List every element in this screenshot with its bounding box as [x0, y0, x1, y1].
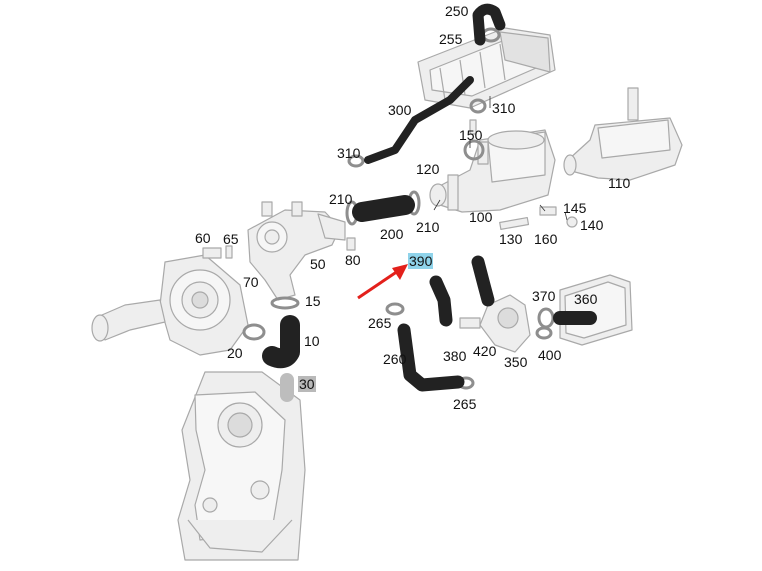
coolant-valve-part [459, 294, 531, 353]
part-label-420[interactable]: 420 [473, 343, 497, 359]
part-label-110[interactable]: 110 [608, 175, 631, 191]
part-label-380[interactable]: 380 [443, 348, 467, 364]
thermostat-housing-part [247, 201, 346, 301]
small-fittings-part [202, 119, 578, 259]
part-label-70[interactable]: 70 [243, 274, 259, 290]
hose-390b [471, 255, 495, 307]
part-label-260[interactable]: 260 [383, 351, 407, 367]
part-label-370[interactable]: 370 [532, 288, 556, 304]
part-label-150[interactable]: 150 [459, 127, 483, 143]
oil-cooler-part [559, 274, 633, 346]
hose-260 [397, 323, 465, 392]
hose-10 [262, 315, 300, 369]
part-label-310-top[interactable]: 310 [492, 100, 516, 116]
hose-300 [364, 76, 474, 164]
part-label-140[interactable]: 140 [580, 217, 604, 233]
part-label-50[interactable]: 50 [310, 256, 326, 272]
part-label-15[interactable]: 15 [305, 293, 321, 309]
egr-cooler-part [417, 27, 556, 109]
part-label-360[interactable]: 360 [574, 291, 598, 307]
part-label-65[interactable]: 65 [223, 231, 239, 247]
part-label-30[interactable]: 30 [298, 376, 316, 392]
egr-valve-housing-part [429, 129, 556, 213]
part-label-300[interactable]: 300 [388, 102, 412, 118]
part-label-250[interactable]: 250 [445, 3, 469, 19]
part-label-390-selected[interactable]: 390 [408, 253, 434, 269]
water-pump-housing-part [91, 254, 249, 356]
part-label-160[interactable]: 160 [534, 231, 558, 247]
coolant-hoses [262, 3, 597, 402]
part-label-310-left[interactable]: 310 [337, 145, 361, 161]
hose-200 [352, 195, 415, 222]
part-label-10[interactable]: 10 [304, 333, 320, 349]
part-label-130[interactable]: 130 [499, 231, 523, 247]
part-label-20[interactable]: 20 [227, 345, 243, 361]
part-label-350[interactable]: 350 [504, 354, 528, 370]
part-label-60[interactable]: 60 [195, 230, 211, 246]
part-label-400[interactable]: 400 [538, 347, 562, 363]
red-pointer-arrow [357, 264, 408, 300]
part-label-200[interactable]: 200 [380, 226, 404, 242]
part-label-100[interactable]: 100 [469, 209, 493, 225]
part-label-265-top[interactable]: 265 [368, 315, 392, 331]
part-label-120[interactable]: 120 [416, 161, 440, 177]
hose-390 [429, 275, 453, 327]
timing-cover-part [177, 371, 306, 561]
part-label-80[interactable]: 80 [345, 252, 361, 268]
part-label-265-bottom[interactable]: 265 [453, 396, 477, 412]
hose-250 [472, 3, 506, 46]
egr-cooler-housing-part [563, 87, 683, 181]
part-label-145[interactable]: 145 [563, 200, 587, 216]
part-label-210-right[interactable]: 210 [416, 219, 440, 235]
part-label-255[interactable]: 255 [439, 31, 463, 47]
leader-lines [433, 96, 568, 221]
part-label-210-left[interactable]: 210 [329, 191, 353, 207]
